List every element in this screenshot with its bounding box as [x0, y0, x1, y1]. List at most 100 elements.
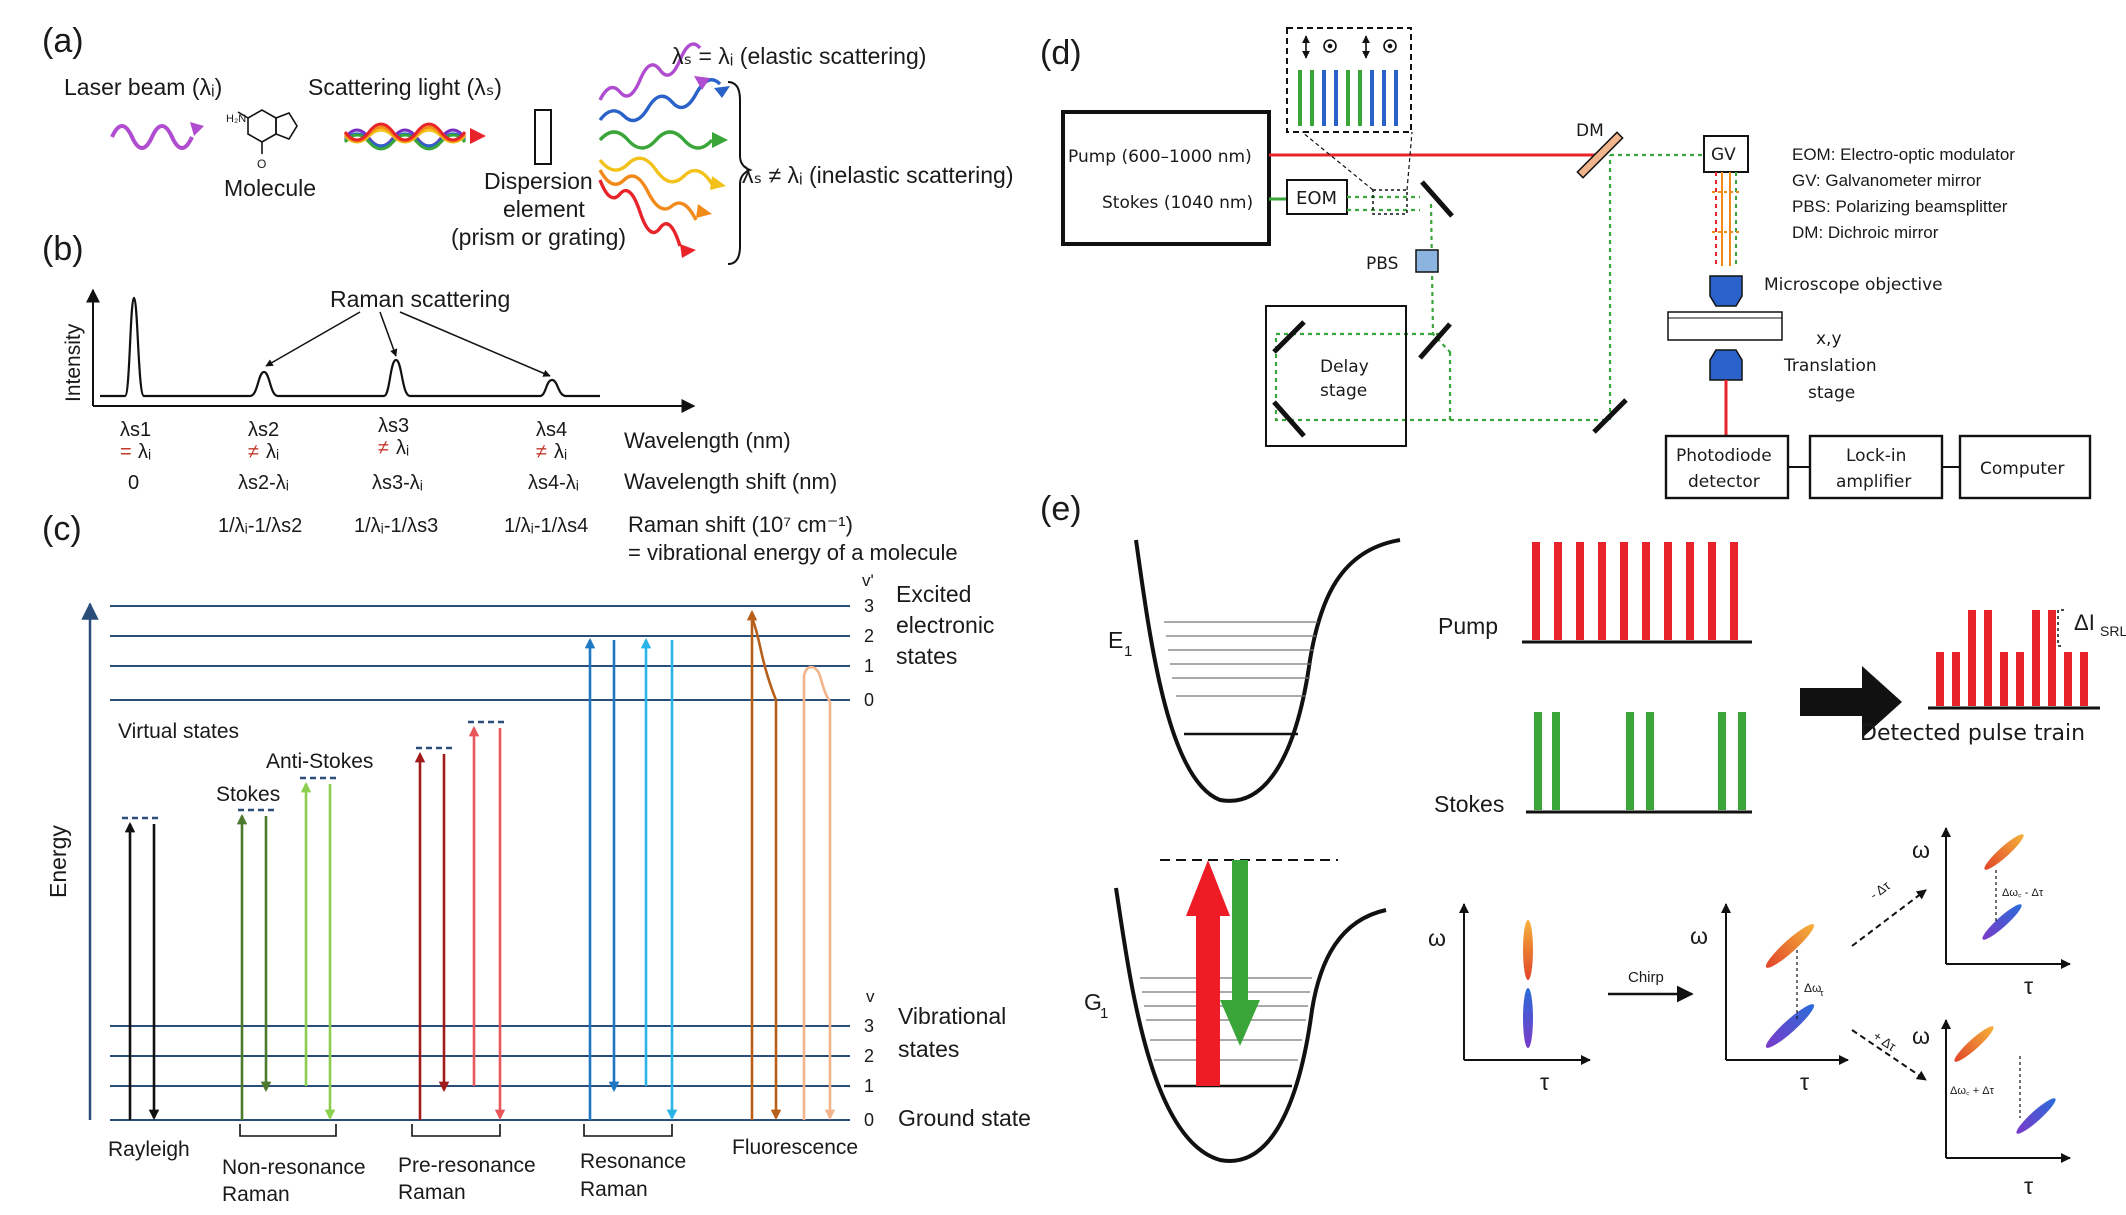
detected-pulse	[2080, 652, 2088, 706]
stokes-label: Stokes	[1434, 791, 1504, 817]
translation-label-2: Translation	[1783, 356, 1877, 376]
pump-pulse	[1620, 542, 1628, 640]
raman-scattering-label: Raman scattering	[330, 286, 510, 312]
polarization-symbols	[1302, 35, 1397, 59]
molecule-o: O	[257, 157, 266, 171]
computer-box	[1958, 434, 2092, 500]
dm-label: DM	[1576, 121, 1604, 141]
v-label: v	[866, 987, 875, 1006]
scatter-arrow-icon	[470, 128, 486, 144]
chirp-plot-1: ω τ	[1428, 903, 1591, 1095]
stokes-pulse-train	[1534, 712, 1746, 810]
level-num: 1	[864, 1076, 874, 1096]
panel-e-label: (e)	[1040, 490, 1082, 528]
level-num: 0	[864, 690, 874, 710]
pbs-label: PBS	[1366, 254, 1398, 274]
legend-pbs: PBS: Polarizing beamsplitter	[1792, 197, 2008, 216]
molecule-icon	[237, 109, 298, 154]
inset-pulses	[1298, 70, 1398, 126]
tau-label: τ	[2024, 1173, 2033, 1199]
stokes-pulse	[1626, 712, 1634, 810]
chirped-stokes-ellipse	[1765, 1004, 1815, 1048]
stokes-source-label: Stokes (1040 nm)	[1102, 193, 1253, 213]
chirp-plot-2: ω τ Δω τ	[1690, 903, 1849, 1095]
e1-levels	[1164, 621, 1318, 697]
pump-pulse	[1576, 542, 1584, 640]
omega-label: ω	[1912, 837, 1930, 863]
level-num: 0	[864, 1110, 874, 1130]
legend-gv: GV: Galvanometer mirror	[1792, 171, 1982, 190]
fl-relax-curve	[750, 617, 778, 701]
pump-pulse	[1708, 542, 1716, 640]
scattering-light-label: Scattering light (λₛ)	[308, 74, 502, 100]
inset-pointer-1	[1301, 131, 1374, 191]
b-label-col-4: λs4 ≠ λᵢ λs4-λᵢ 1/λᵢ-1/λs4	[504, 419, 588, 537]
laser-beam-label: Laser beam (λᵢ)	[64, 74, 222, 100]
delta-label: ΔI	[2074, 610, 2095, 635]
pump-label: Pump	[1438, 613, 1498, 639]
photodiode-label-2: detector	[1688, 472, 1760, 492]
prer-label-2: Raman	[398, 1181, 466, 1204]
plus-delay-arrow	[1851, 1029, 1927, 1081]
level-num: 3	[864, 1016, 874, 1036]
lower-level-numbers: 3 2 1 0	[864, 1016, 874, 1130]
stokes-pulse	[1552, 712, 1560, 810]
stokes-pulse	[1718, 712, 1726, 810]
col-shift: 0	[128, 472, 139, 494]
transitions	[124, 609, 836, 1121]
detected-pulse	[2048, 610, 2056, 706]
minus-delay-arrow	[1851, 889, 1927, 947]
excited-label-2: electronic	[896, 612, 994, 638]
scattering-light-icon	[343, 122, 467, 151]
dispersed-light-icons	[598, 42, 722, 247]
g1-sub: 1	[1100, 1005, 1108, 1022]
vprime-label: v'	[862, 571, 874, 590]
col-shift: λs2-λᵢ	[238, 472, 289, 494]
pump-pulse	[1642, 542, 1650, 640]
delay-stage-box	[1265, 305, 1407, 447]
dispersion-label-1: Dispersion	[484, 168, 593, 194]
pump-pulse	[1598, 542, 1606, 640]
photodiode-box	[1664, 434, 1790, 500]
pump-pulse	[1730, 542, 1738, 640]
translation-label-3: stage	[1808, 383, 1855, 403]
panel-a-label: (a)	[42, 22, 84, 60]
level-num: 2	[864, 1046, 874, 1066]
panel-d: (d) Pump (600–1000 nm) Stokes (1040 nm) …	[1040, 27, 2092, 500]
panel-c: (c) Energy v' v 3 2 1 0 3 2 1 0 Excited …	[42, 510, 1031, 1206]
eom-label: EOM	[1296, 188, 1337, 209]
col-top: λs3	[378, 415, 409, 437]
detected-pulse	[2032, 610, 2040, 706]
dichroic-mirror	[1576, 131, 1624, 179]
panel-b: (b) Intensity Raman scattering λs1 = λᵢ …	[42, 230, 958, 565]
arrow-blue-icon	[714, 86, 730, 98]
anti-stokes-label: Anti-Stokes	[266, 750, 373, 773]
brace-icon	[727, 81, 753, 265]
col-shift: λs4-λᵢ	[528, 472, 579, 494]
col-top: λs4	[536, 419, 567, 441]
legend-eom: EOM: Electro-optic modulator	[1792, 145, 2015, 164]
delay-label-2: stage	[1320, 381, 1367, 401]
inelastic-label: λₛ ≠ λᵢ (inelastic scattering)	[742, 162, 1014, 188]
translation-label-1: x,y	[1816, 329, 1842, 349]
translation-stage	[1667, 311, 1783, 341]
detected-pulse	[2016, 652, 2024, 706]
polarization-inset-pointer	[1372, 189, 1408, 215]
col-var: λᵢ	[266, 441, 279, 463]
fluorescence-label: Fluorescence	[732, 1136, 858, 1159]
level-num: 2	[864, 626, 874, 646]
gv-box	[1703, 135, 1749, 173]
level-num: 3	[864, 596, 874, 616]
intensity-label: Intensity	[62, 323, 85, 402]
pump-pulse-train	[1532, 542, 1738, 640]
photodiode-label-1: Photodiode	[1676, 446, 1772, 466]
panel-d-label: (d)	[1040, 34, 1082, 72]
detected-pulse	[1936, 652, 1944, 706]
g1-levels	[1140, 977, 1312, 1061]
tau-label: τ	[1540, 1069, 1549, 1095]
detected-pulse	[1984, 610, 1992, 706]
mirrors	[1272, 180, 1628, 438]
g1-label: G	[1084, 989, 1102, 1015]
condenser-lens	[1709, 349, 1743, 381]
